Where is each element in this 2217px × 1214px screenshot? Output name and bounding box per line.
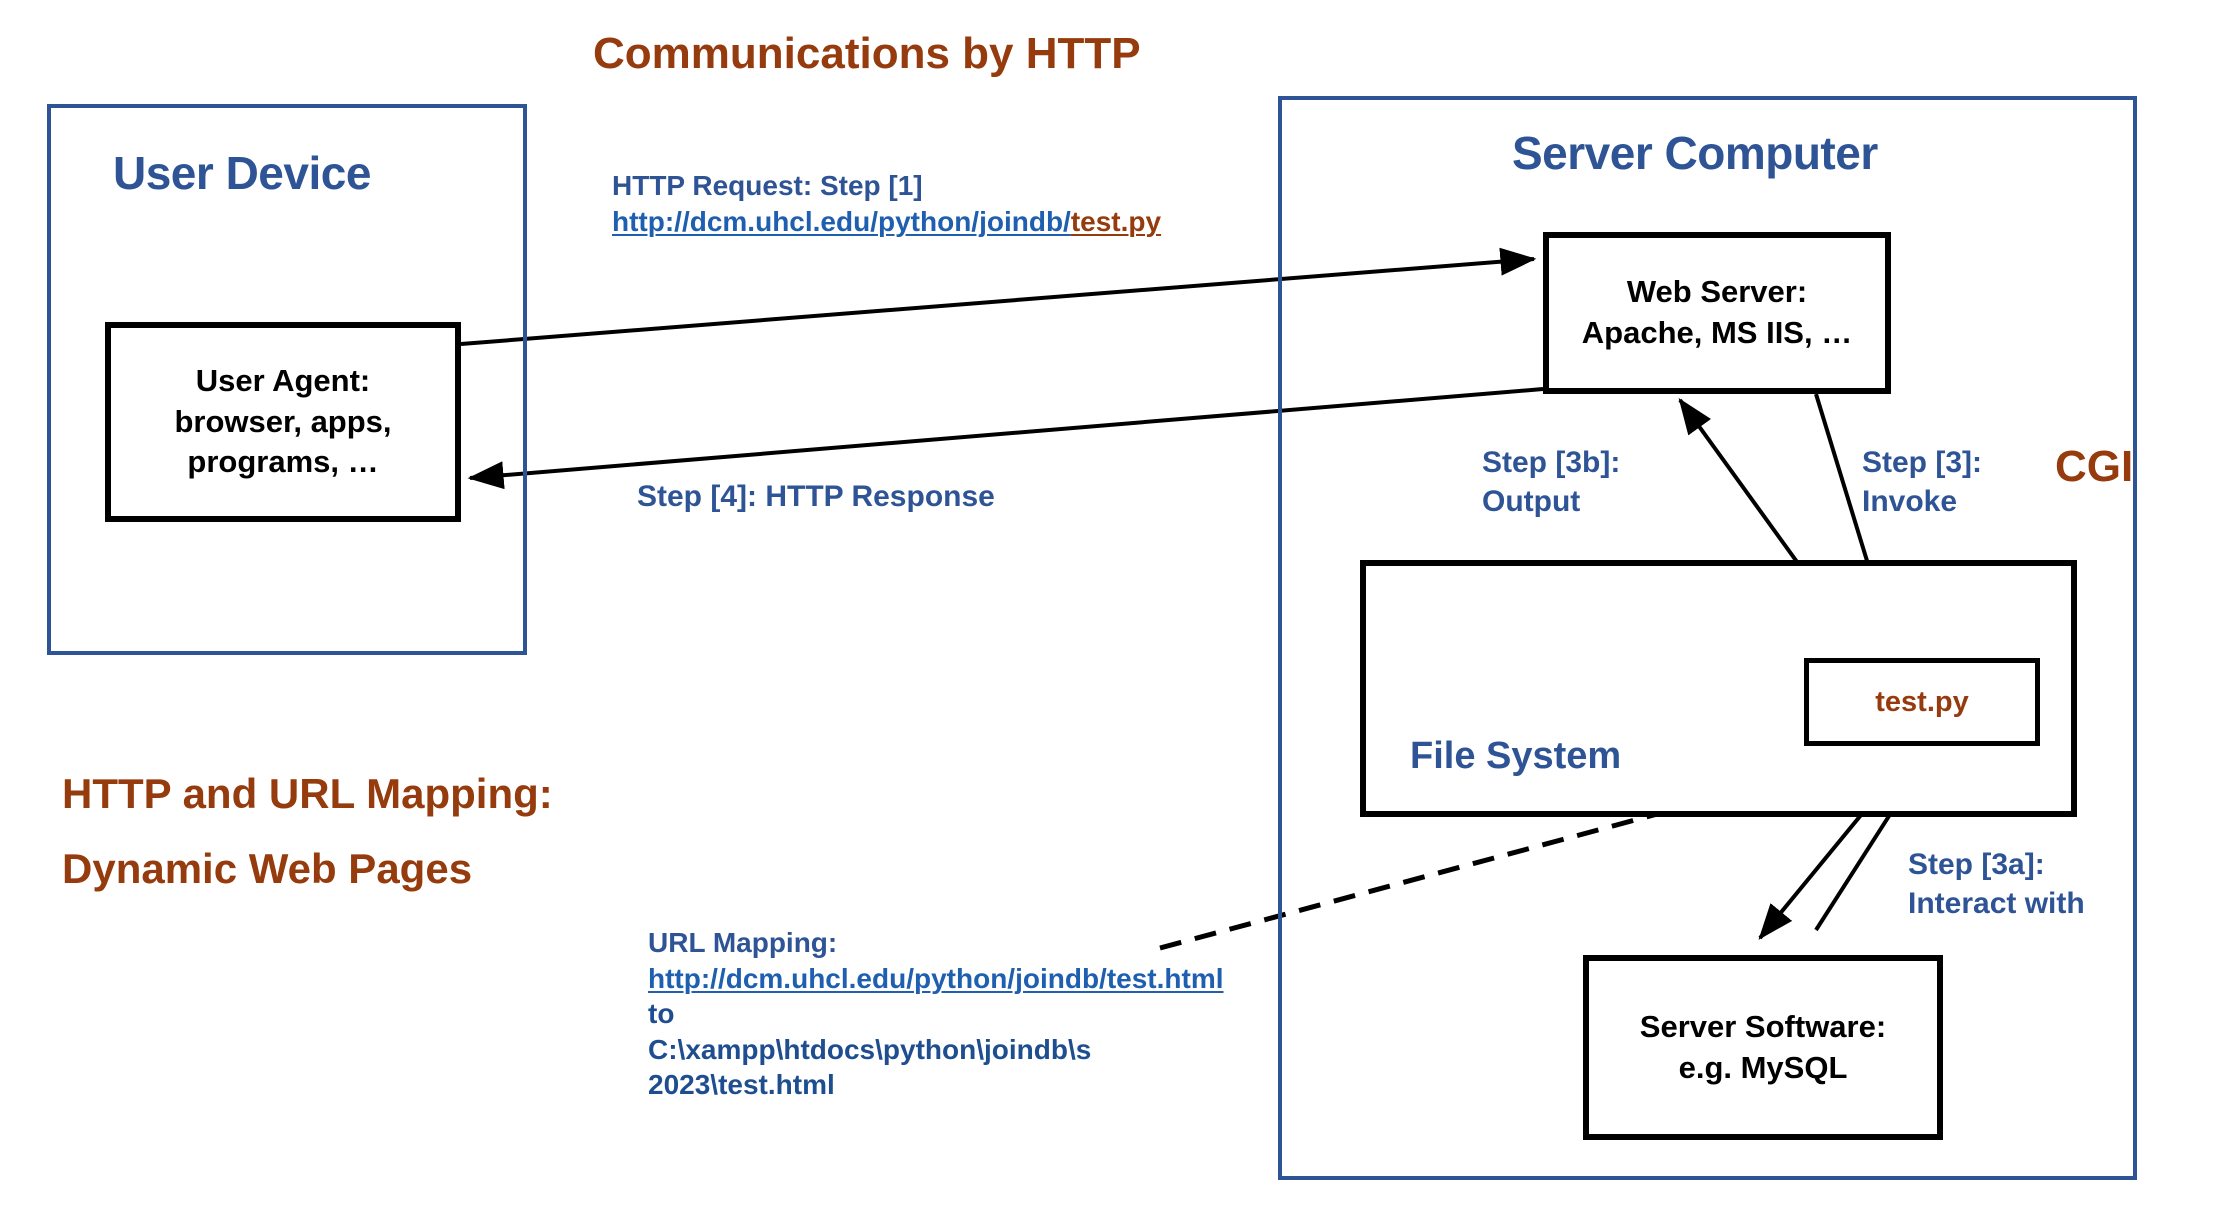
url-mapping-annotation: URL Mapping: http://dcm.uhcl.edu/python/… xyxy=(648,925,1088,1103)
url-mapping-path-line-1: C:\xampp\htdocs\python\joindb\s xyxy=(648,1032,1088,1068)
user-agent-box[interactable]: User Agent: browser, apps, programs, … xyxy=(105,322,461,522)
step3b-line-2: Output xyxy=(1482,482,1620,521)
server-software-box[interactable]: Server Software: e.g. MySQL xyxy=(1583,955,1943,1140)
http-request-url[interactable]: http://dcm.uhcl.edu/python/joindb/test.p… xyxy=(612,204,1082,240)
http-request-url-blue[interactable]: http://dcm.uhcl.edu/python/joindb/ xyxy=(612,206,1071,237)
web-server-box[interactable]: Web Server: Apache, MS IIS, … xyxy=(1543,232,1891,394)
web-server-line-1: Web Server: xyxy=(1627,272,1807,313)
http-request-heading: HTTP Request: Step [1] xyxy=(612,168,1082,204)
section-title-line-1: HTTP and URL Mapping: xyxy=(62,770,553,818)
http-request-annotation: HTTP Request: Step [1] http://dcm.uhcl.e… xyxy=(612,168,1082,239)
url-mapping-heading: URL Mapping: xyxy=(648,925,1088,961)
step3b-line-1: Step [3b]: xyxy=(1482,443,1620,482)
user-agent-line-1: User Agent: xyxy=(196,361,371,402)
web-server-line-2: Apache, MS IIS, … xyxy=(1582,313,1852,354)
server-computer-title: Server Computer xyxy=(1512,128,1878,180)
step3-line-2: Invoke xyxy=(1862,482,1982,521)
user-agent-line-2: browser, apps, xyxy=(174,402,391,443)
step3a-line-2: Interact with xyxy=(1908,884,2085,923)
url-mapping-url-line[interactable]: http://dcm.uhcl.edu/python/joindb/test.h… xyxy=(648,961,1088,1032)
http-request-url-brown[interactable]: test.py xyxy=(1071,206,1161,237)
page-title: Communications by HTTP xyxy=(593,28,1141,80)
script-file-label: test.py xyxy=(1875,686,1968,719)
step3a-annotation: Step [3a]: Interact with xyxy=(1908,845,2085,923)
url-mapping-url[interactable]: http://dcm.uhcl.edu/python/joindb/test.h… xyxy=(648,963,1224,994)
url-mapping-path-line-2: 2023\test.html xyxy=(648,1067,1088,1103)
file-system-label: File System xyxy=(1410,735,1621,778)
user-agent-line-3: programs, … xyxy=(187,442,378,483)
url-mapping-to-word: to xyxy=(648,998,674,1029)
step3a-line-1: Step [3a]: xyxy=(1908,845,2085,884)
script-file-box[interactable]: test.py xyxy=(1804,658,2040,746)
server-software-line-1: Server Software: xyxy=(1640,1007,1886,1048)
cgi-label: CGI xyxy=(2055,442,2133,493)
step3b-annotation: Step [3b]: Output xyxy=(1482,443,1620,521)
section-title-line-2: Dynamic Web Pages xyxy=(62,845,472,893)
server-software-line-2: e.g. MySQL xyxy=(1679,1048,1848,1089)
step3-line-1: Step [3]: xyxy=(1862,443,1982,482)
http-response-annotation: Step [4]: HTTP Response xyxy=(637,477,995,516)
step3-annotation: Step [3]: Invoke xyxy=(1862,443,1982,521)
user-device-title: User Device xyxy=(113,148,371,200)
